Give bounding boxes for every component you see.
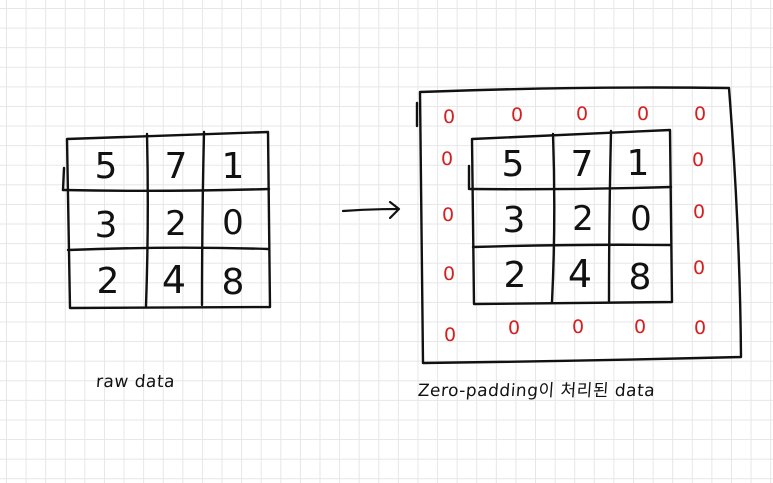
raw-cell: 4: [162, 258, 186, 302]
padding-zero: 0: [442, 204, 454, 226]
padded-data-cells: 5 7 1 3 2 0 2 4 8: [502, 143, 652, 298]
padding-zero: 0: [693, 201, 705, 223]
padding-zero: 0: [694, 317, 706, 339]
raw-grid-vline-1: [144, 132, 149, 308]
raw-data-cells: 5 7 1 3 2 0 2 4 8: [95, 146, 245, 303]
raw-grid-outline: [65, 130, 272, 310]
padding-zero: 0: [443, 106, 455, 128]
padded-cell: 1: [627, 143, 650, 184]
padded-frame-outline: [418, 86, 743, 365]
arrow-shaft: [341, 207, 400, 213]
raw-grid-hline-2: [66, 246, 270, 252]
padded-frame: [415, 86, 743, 365]
padded-cell: 3: [503, 200, 526, 241]
padding-zero: 0: [637, 103, 649, 125]
raw-data-caption: raw data: [95, 372, 176, 392]
padding-zero: 0: [572, 316, 584, 338]
padded-cell: 4: [568, 252, 592, 296]
padded-cell: 2: [572, 199, 594, 239]
padded-cell: 0: [630, 199, 652, 239]
padded-inner-grid: [467, 128, 674, 306]
raw-cell: 8: [222, 262, 245, 303]
padding-zeros: 0 0 0 0 0 0 0 0 0 0 0 0 0 0 0 0: [441, 103, 706, 346]
right-arrow-icon: [341, 200, 401, 220]
padded-cell: 8: [629, 257, 652, 298]
raw-cell: 0: [222, 203, 244, 243]
padded-cell: 2: [504, 255, 527, 296]
padded-data-caption: Zero-padding이 처리된 data: [417, 381, 656, 401]
padding-zero: 0: [443, 263, 455, 285]
raw-grid-stub: [61, 166, 66, 192]
padded-inner-outline: [470, 128, 674, 306]
padding-zero: 0: [441, 148, 453, 170]
padded-inner-vline-2: [607, 129, 613, 303]
raw-cell: 7: [165, 146, 188, 187]
padding-zero: 0: [693, 257, 705, 279]
raw-grid-vline-2: [200, 130, 206, 307]
arrow-head: [388, 200, 401, 220]
padded-inner-hline-1: [468, 185, 673, 191]
padded-inner-hline-2: [471, 243, 673, 249]
padding-zero: 0: [692, 149, 704, 171]
raw-cell: 5: [95, 146, 118, 187]
padded-inner-vline-1: [550, 132, 556, 304]
padding-zero: 0: [694, 103, 706, 125]
raw-cell: 3: [95, 205, 118, 246]
padding-zero: 0: [511, 104, 523, 126]
raw-data-grid: [61, 130, 272, 310]
raw-grid-hline-1: [61, 187, 271, 192]
padding-zero: 0: [576, 103, 588, 125]
padding-zero: 0: [508, 317, 520, 339]
raw-cell: 2: [165, 204, 187, 244]
raw-cell: 2: [97, 261, 120, 302]
padding-zero: 0: [634, 316, 646, 338]
padding-zero: 0: [444, 324, 456, 346]
padded-cell: 7: [571, 144, 594, 185]
raw-cell: 1: [222, 146, 245, 187]
padded-cell: 5: [502, 144, 525, 185]
